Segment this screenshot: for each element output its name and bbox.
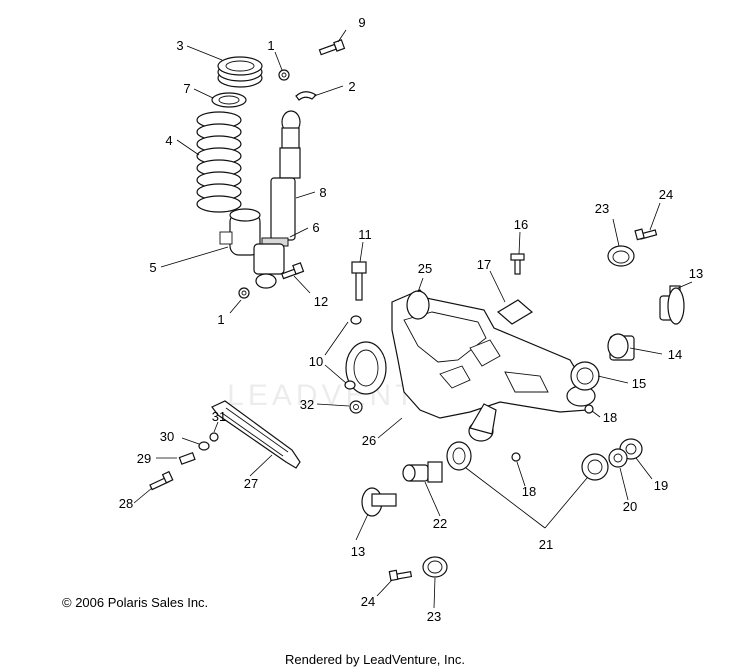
bolt-top [318, 39, 346, 56]
callout-24-lower: 24 [361, 594, 375, 609]
pin [510, 253, 525, 275]
callout-labels: 9 3 1 2 7 4 8 6 5 12 1 11 16 23 24 25 17… [119, 15, 703, 624]
swingarm-long-bolt [351, 261, 367, 301]
copyright: © 2006 Polaris Sales Inc. [62, 595, 208, 610]
washer [608, 448, 628, 468]
slide-rail [211, 400, 301, 469]
callout-15: 15 [632, 376, 646, 391]
bushing-left [446, 441, 472, 471]
callout-1-top: 1 [267, 38, 274, 53]
callout-20: 20 [623, 499, 637, 514]
bolt-lower [388, 569, 413, 582]
callout-24-top: 24 [659, 187, 673, 202]
callout-17: 17 [477, 257, 491, 272]
callout-16: 16 [514, 217, 528, 232]
callout-19: 19 [654, 478, 668, 493]
callout-21: 21 [539, 537, 553, 552]
callout-8: 8 [319, 185, 326, 200]
callout-6: 6 [312, 220, 319, 235]
callout-26: 26 [362, 433, 376, 448]
retaining-clip [295, 91, 317, 101]
swingarm-nut [349, 400, 363, 414]
front-bushing [344, 315, 387, 395]
nut-top [278, 69, 290, 81]
grease-fitting-right [584, 404, 594, 414]
shock-mount-bolt [281, 262, 305, 280]
callout-5: 5 [149, 260, 156, 275]
bearing-cap-top [607, 245, 635, 267]
shock-reservoir [219, 208, 261, 256]
callout-32: 32 [300, 397, 314, 412]
callout-12: 12 [314, 294, 328, 309]
callout-4: 4 [165, 133, 172, 148]
callout-3: 3 [176, 38, 183, 53]
callout-9: 9 [358, 15, 365, 30]
callout-27: 27 [244, 476, 258, 491]
coil-spring [196, 111, 242, 213]
callout-22: 22 [433, 516, 447, 531]
shock-absorber [253, 110, 301, 289]
rendered-by: Rendered by LeadVenture, Inc. [285, 652, 465, 667]
guard-plate [496, 299, 534, 325]
nut-lower [238, 287, 250, 299]
callout-11: 11 [358, 227, 372, 242]
bushing-right [581, 453, 609, 481]
callout-31: 31 [212, 409, 226, 424]
leader-lines [133, 29, 693, 609]
link-bolt [149, 470, 174, 491]
callout-2: 2 [348, 79, 355, 94]
axle-shaft-top [659, 285, 685, 325]
callout-14: 14 [668, 347, 682, 362]
link-nut [209, 432, 219, 442]
callout-18-right: 18 [603, 410, 617, 425]
bearing-cap-lower [422, 556, 448, 578]
callout-30: 30 [160, 429, 174, 444]
callout-29: 29 [137, 451, 151, 466]
link-spacer [178, 452, 196, 465]
spring-spacer [211, 92, 247, 108]
grease-fitting-left [511, 452, 521, 462]
callout-25: 25 [418, 261, 432, 276]
callout-23-lower: 23 [427, 609, 441, 624]
callout-13-lower: 13 [351, 544, 365, 559]
callout-18-left: 18 [522, 484, 536, 499]
pivot-sleeve [607, 333, 635, 361]
callout-28: 28 [119, 496, 133, 511]
spring-retainer [217, 56, 263, 88]
callout-1-lower: 1 [217, 312, 224, 327]
pivot-bushing [570, 361, 600, 391]
callout-23-top: 23 [595, 201, 609, 216]
callout-13-top: 13 [689, 266, 703, 281]
swingarm [391, 289, 596, 442]
axle-shaft-lower [361, 487, 397, 517]
axle-stub [402, 461, 443, 483]
bolt-top-right [634, 228, 658, 241]
link-washer [198, 441, 210, 451]
callout-7: 7 [183, 81, 190, 96]
callout-10: 10 [309, 354, 323, 369]
